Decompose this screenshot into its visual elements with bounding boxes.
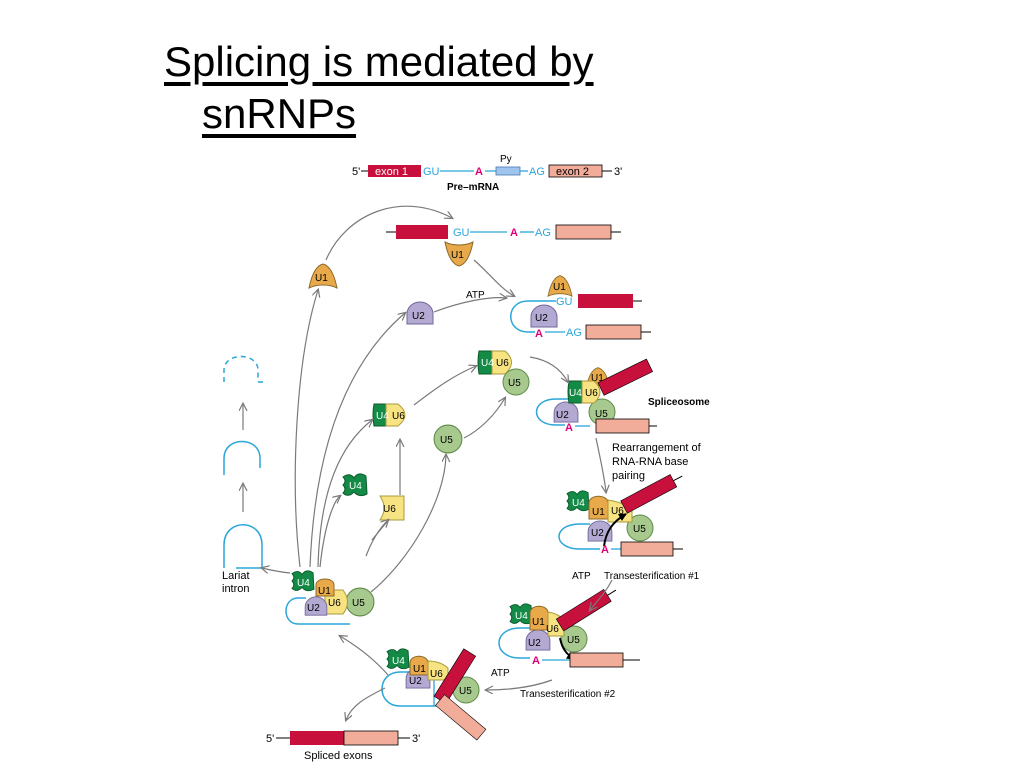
post-splicing-complex: U5 U2 U4 U1 U6: [381, 648, 487, 741]
rearrangement-label-2: RNA-RNA base: [612, 456, 688, 468]
spliced-exons-label: Spliced exons: [304, 750, 373, 762]
svg-text:5': 5': [266, 733, 274, 745]
svg-text:U5: U5: [440, 435, 453, 446]
u4-u6-u5-tri-snrnp: U5 U4 U6: [477, 350, 530, 396]
svg-text:U4: U4: [376, 411, 389, 422]
svg-text:U5: U5: [352, 598, 365, 609]
svg-text:U1: U1: [591, 373, 604, 384]
atp-label-1: ATP: [466, 290, 485, 301]
svg-text:A: A: [532, 655, 540, 667]
svg-text:U5: U5: [508, 378, 521, 389]
svg-text:U6: U6: [392, 411, 405, 422]
pre-mrna-label: Pre–mRNA: [447, 182, 499, 193]
svg-text:U6: U6: [328, 598, 341, 609]
u4-u6-complex: U4 U6: [372, 403, 406, 427]
svg-text:U5: U5: [633, 524, 646, 535]
three-prime-label: 3': [614, 166, 622, 178]
lariat-label-1: Lariat: [222, 570, 250, 582]
spliceosome-step: U5 U2 U1 U4 U6 A Spliceosome: [535, 358, 710, 434]
rearrangement-label-1: Rearrangement of: [612, 442, 702, 454]
svg-text:U6: U6: [585, 388, 598, 399]
svg-text:A: A: [510, 227, 518, 239]
pathway-arrows: [243, 205, 613, 720]
svg-text:U4: U4: [297, 578, 310, 589]
u6-snrnp-free: [379, 495, 405, 521]
lariat-label-2: intron: [222, 583, 250, 595]
branch-a-label: A: [475, 166, 483, 178]
svg-text:U2: U2: [535, 313, 548, 324]
svg-text:U1: U1: [315, 273, 328, 284]
svg-text:U2: U2: [412, 311, 425, 322]
ag-label: AG: [529, 166, 545, 178]
title-line-2: snRNPs: [202, 90, 357, 137]
svg-text:U4: U4: [392, 656, 405, 667]
spliceosome-label: Spliceosome: [648, 397, 710, 408]
svg-text:A: A: [565, 422, 573, 434]
atp-label-3: ATP: [491, 668, 510, 679]
svg-text:U1: U1: [318, 586, 331, 597]
svg-text:U1: U1: [532, 617, 545, 628]
svg-text:U4: U4: [569, 388, 582, 399]
atp-label-2: ATP: [572, 571, 591, 582]
spliced-exons: 5' 3' Spliced exons: [266, 730, 420, 762]
svg-text:U2: U2: [556, 410, 569, 421]
svg-text:U1: U1: [451, 250, 464, 261]
svg-text:A: A: [601, 544, 609, 556]
svg-text:AG: AG: [566, 327, 582, 339]
transesterification-1-step: U5 U2 U4 U1 U6 A: [558, 474, 683, 557]
exon-1-box: [368, 165, 421, 177]
svg-text:U2: U2: [528, 638, 541, 649]
py-label: Py: [500, 154, 512, 165]
slide-title: Splicing is mediated by snRNPs: [164, 36, 594, 140]
svg-text:U2: U2: [307, 603, 320, 614]
transesterification-2-step: U5 U2 U4 U1 U6 A: [498, 588, 640, 668]
svg-text:U4: U4: [481, 358, 494, 369]
lariat-intron: Lariat intron: [222, 355, 265, 595]
svg-text:3': 3': [412, 733, 420, 745]
svg-text:U1: U1: [592, 507, 605, 518]
exon-1-label: exon 1: [375, 166, 408, 178]
u1-binding-step: GU A AG U1: [386, 224, 621, 267]
svg-text:U4: U4: [349, 481, 362, 492]
svg-text:U4: U4: [515, 611, 528, 622]
u1-u2-step: GU U1 U2 A AG: [510, 275, 651, 340]
py-tract: [495, 166, 521, 176]
svg-text:U2: U2: [591, 528, 604, 539]
svg-text:GU: GU: [453, 227, 470, 239]
svg-text:U5: U5: [595, 409, 608, 420]
five-prime-label: 5': [352, 166, 360, 178]
title-line-1: Splicing is mediated by: [164, 38, 594, 85]
pre-mrna: 5' exon 1 GU A Py AG exon 2 3' Pre–mRNA: [352, 154, 622, 193]
svg-text:U6: U6: [546, 624, 559, 635]
svg-text:U4: U4: [572, 498, 585, 509]
gu-label: GU: [423, 166, 440, 178]
svg-text:U6: U6: [496, 358, 509, 369]
transesterification-1-label: Transesterification #1: [604, 571, 700, 582]
svg-text:AG: AG: [535, 227, 551, 239]
recycling-complex: U5 U6 U2 U1 U4: [285, 570, 375, 625]
transesterification-2-label: Transesterification #2: [520, 689, 616, 700]
svg-text:U2: U2: [409, 676, 422, 687]
rearrangement-label-3: pairing: [612, 470, 645, 482]
svg-text:U1: U1: [553, 282, 566, 293]
svg-text:U6: U6: [611, 506, 624, 517]
svg-text:GU: GU: [556, 296, 573, 308]
svg-text:U6: U6: [383, 504, 396, 515]
svg-text:A: A: [535, 328, 543, 340]
svg-text:U5: U5: [459, 686, 472, 697]
svg-text:U6: U6: [430, 669, 443, 680]
svg-text:U1: U1: [413, 664, 426, 675]
svg-text:U5: U5: [567, 635, 580, 646]
exon-2-label: exon 2: [556, 166, 589, 178]
